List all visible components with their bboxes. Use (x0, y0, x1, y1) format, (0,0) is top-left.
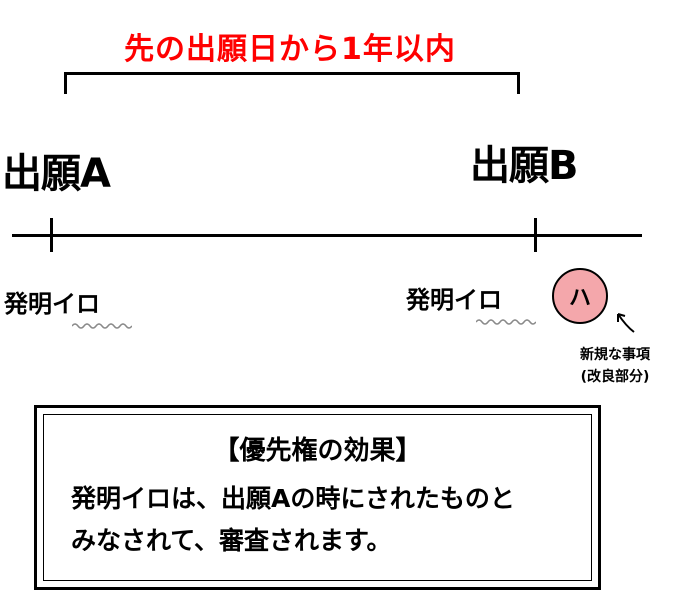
application-a-title: 出願A (2, 151, 111, 197)
invention-a-wavy-underline (72, 323, 132, 329)
application-b-title: 出願B (470, 143, 578, 189)
new-item-note-line1: 新規な事項 (580, 347, 650, 363)
timeline-tick-a (50, 218, 53, 252)
invention-b-wavy-underline (476, 319, 536, 325)
timeline-tick-b (534, 218, 537, 252)
new-item-circle: ハ (552, 268, 608, 324)
new-item-mark: ハ (568, 286, 591, 311)
invention-b-label: 発明イロ (406, 286, 502, 314)
timeline-axis (12, 234, 642, 237)
priority-effect-line1: 発明イロは、出願Aの時にされたものと (71, 484, 515, 513)
priority-effect-box: 【優先権の効果】 発明イロは、出願Aの時にされたものと みなされて、審査されます… (34, 405, 601, 590)
new-item-note-line2: (改良部分) (580, 369, 650, 385)
priority-effect-title: 【優先権の効果】 (213, 436, 422, 466)
invention-a-label: 発明イロ (4, 290, 100, 318)
priority-effect-line2: みなされて、審査されます。 (71, 526, 392, 555)
priority-effect-box-inner-border (43, 414, 592, 581)
priority-effect-body: 発明イロは、出願Aの時にされたものと みなされて、審査されます。 (71, 478, 581, 562)
priority-period-bracket (64, 72, 520, 94)
pointer-arrow-icon (617, 313, 635, 333)
priority-period-label: 先の出願日から1年以内 (124, 32, 456, 67)
new-item-note: 新規な事項 (改良部分) (560, 344, 670, 388)
